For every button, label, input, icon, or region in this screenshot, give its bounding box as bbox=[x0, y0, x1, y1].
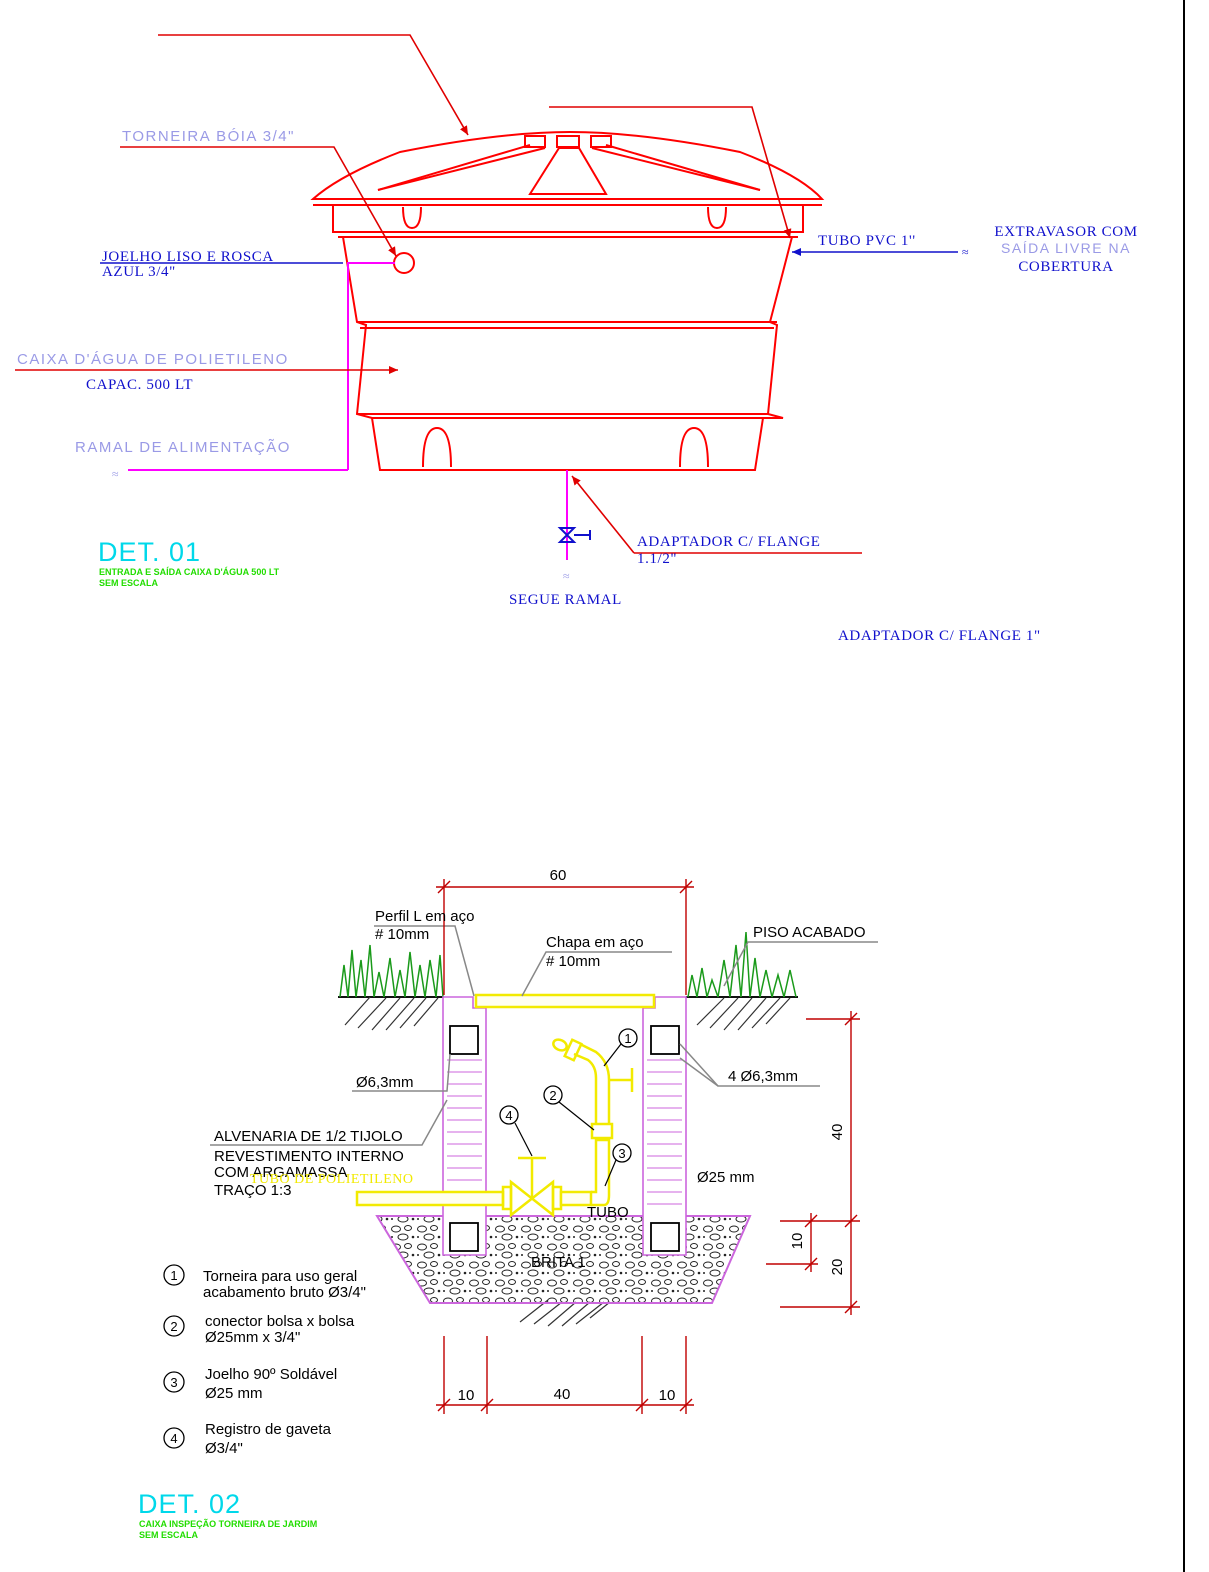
label-capacidade: CAPAC. 500 LT bbox=[86, 377, 193, 393]
rebar-squares bbox=[449, 1025, 680, 1252]
det02-title: DET. 02 bbox=[138, 1489, 241, 1519]
grass-left bbox=[339, 944, 444, 998]
callout-4-number: 4 bbox=[505, 1108, 512, 1123]
legend-2-line2: Ø25mm x 3/4" bbox=[205, 1329, 300, 1346]
legend-3-line1: Joelho 90º Soldável bbox=[205, 1366, 337, 1383]
dim-bottom-right-10: 10 bbox=[659, 1387, 676, 1404]
legend-1-line1: Torneira para uso geral bbox=[203, 1268, 357, 1285]
label-tubo-pvc: TUBO PVC 1'' bbox=[818, 233, 916, 249]
label-rebar-right: 4 Ø6,3mm bbox=[728, 1068, 798, 1085]
dim-bottom-left-10: 10 bbox=[458, 1387, 475, 1404]
dim-height-10: 10 bbox=[789, 1233, 806, 1250]
label-tubo-polietileno-overlap: TUBO DE POLIETILENO bbox=[250, 1172, 413, 1187]
pipe-fittings bbox=[355, 1038, 634, 1218]
label-torneira-boia: TORNEIRA BÓIA 3/4" bbox=[122, 128, 295, 145]
callout-circles bbox=[499, 1028, 638, 1163]
det01-blue-leaders bbox=[100, 248, 958, 264]
legend-1-line2: acabamento bruto Ø3/4" bbox=[203, 1284, 366, 1301]
masonry-courses bbox=[447, 1059, 682, 1205]
det02-grey-leaders bbox=[210, 925, 878, 1146]
label-adaptador-line2: 1.1/2" bbox=[637, 551, 677, 567]
label-revest-line2: COM ARGAMASSA bbox=[214, 1164, 347, 1181]
callout-3-number: 3 bbox=[618, 1146, 625, 1161]
masonry-walls bbox=[442, 996, 687, 1256]
callout-2 bbox=[543, 1085, 563, 1105]
label-revest-line1: REVESTIMENTO INTERNO bbox=[214, 1148, 404, 1165]
label-segue-ramal: SEGUE RAMAL bbox=[509, 592, 622, 608]
dim-bottom-mid-40: 40 bbox=[554, 1386, 571, 1403]
label-brita: BRITA 1 bbox=[531, 1254, 586, 1271]
det01-subtitle-line1: ENTRADA E SAÍDA CAIXA D'ÁGUA 500 LT bbox=[99, 567, 280, 577]
dim-top-60: 60 bbox=[550, 867, 567, 884]
callout-2-number: 2 bbox=[549, 1088, 556, 1103]
dim-height-20: 20 bbox=[829, 1259, 846, 1276]
legend-4-line2: Ø3/4" bbox=[205, 1440, 243, 1457]
legend-2-number: 2 bbox=[170, 1319, 177, 1334]
det02-subtitle-line1: CAIXA INSPEÇÃO TORNEIRA DE JARDIM bbox=[139, 1519, 317, 1529]
callout-3 bbox=[612, 1143, 632, 1163]
dimension-lines bbox=[436, 879, 860, 1414]
legend-1-circle bbox=[163, 1264, 185, 1286]
dim-height-40: 40 bbox=[829, 1124, 846, 1141]
callout-1 bbox=[618, 1028, 638, 1048]
callout-leaders bbox=[514, 1043, 622, 1187]
label-adaptador-flange-1: ADAPTADOR C/ FLANGE 1" bbox=[838, 628, 1041, 644]
label-piso-acabado: PISO ACABADO bbox=[753, 924, 866, 941]
legend-4-number: 4 bbox=[170, 1431, 177, 1446]
legend-4-line1: Registro de gaveta bbox=[205, 1421, 332, 1438]
label-ramal-alimentacao: RAMAL DE ALIMENTAÇÃO bbox=[75, 439, 291, 456]
label-extravasor-line3: COBERTURA bbox=[1018, 259, 1113, 275]
label-extravasor-line2: SAÍDA LIVRE NA bbox=[1001, 240, 1131, 256]
det01-leader-lines bbox=[15, 34, 862, 554]
break-symbol-segue: ≈ bbox=[563, 569, 570, 583]
label-perfil-line1: Perfil L em aço bbox=[375, 908, 475, 925]
callout-1-number: 1 bbox=[624, 1031, 631, 1046]
label-chapa-line2: # 10mm bbox=[546, 953, 600, 970]
label-d25: Ø25 mm bbox=[697, 1169, 755, 1186]
break-symbol-extravasor: ≈ bbox=[962, 245, 969, 259]
steel-cover-plate bbox=[474, 993, 656, 1009]
label-extravasor-line1: EXTRAVASOR COM bbox=[994, 224, 1137, 240]
label-rebar-left: Ø6,3mm bbox=[356, 1074, 414, 1091]
float-valve-symbol bbox=[393, 252, 415, 274]
label-joelho-line2: AZUL 3/4" bbox=[102, 264, 176, 280]
legend: 1 Torneira para uso geral acabamento bru… bbox=[163, 1264, 366, 1457]
legend-3-line2: Ø25 mm bbox=[205, 1385, 263, 1402]
label-tubo: TUBO bbox=[587, 1204, 629, 1221]
outlet-valve-icon bbox=[557, 527, 591, 543]
det02-subtitle-line2: SEM ESCALA bbox=[139, 1530, 199, 1540]
callout-4 bbox=[499, 1105, 519, 1125]
legend-3-circle bbox=[163, 1371, 185, 1393]
label-revest-line3: TRAÇO 1:3 bbox=[214, 1182, 292, 1199]
legend-2-line1: conector bolsa x bolsa bbox=[205, 1313, 355, 1330]
label-perfil-line2: # 10mm bbox=[375, 926, 429, 943]
label-adaptador-line1: ADAPTADOR C/ FLANGE bbox=[637, 534, 821, 550]
det01-water-tank bbox=[310, 130, 825, 471]
det01-supply-pipe bbox=[128, 262, 568, 560]
label-chapa-line1: Chapa em aço bbox=[546, 934, 644, 951]
legend-1-number: 1 bbox=[170, 1268, 177, 1283]
label-alvenaria: ALVENARIA DE 1/2 TIJOLO bbox=[214, 1128, 403, 1145]
label-caixa-dagua: CAIXA D'ÁGUA DE POLIETILENO bbox=[17, 351, 289, 368]
det01-title: DET. 01 bbox=[98, 537, 201, 567]
legend-2-circle bbox=[163, 1315, 185, 1337]
legend-3-number: 3 bbox=[170, 1375, 177, 1390]
grass-right bbox=[687, 931, 797, 998]
legend-4-circle bbox=[163, 1427, 185, 1449]
label-joelho-line1: JOELHO LISO E ROSCA bbox=[102, 249, 274, 265]
break-symbol-ramal: ≈ bbox=[112, 467, 119, 481]
det01-subtitle-line2: SEM ESCALA bbox=[99, 578, 159, 588]
